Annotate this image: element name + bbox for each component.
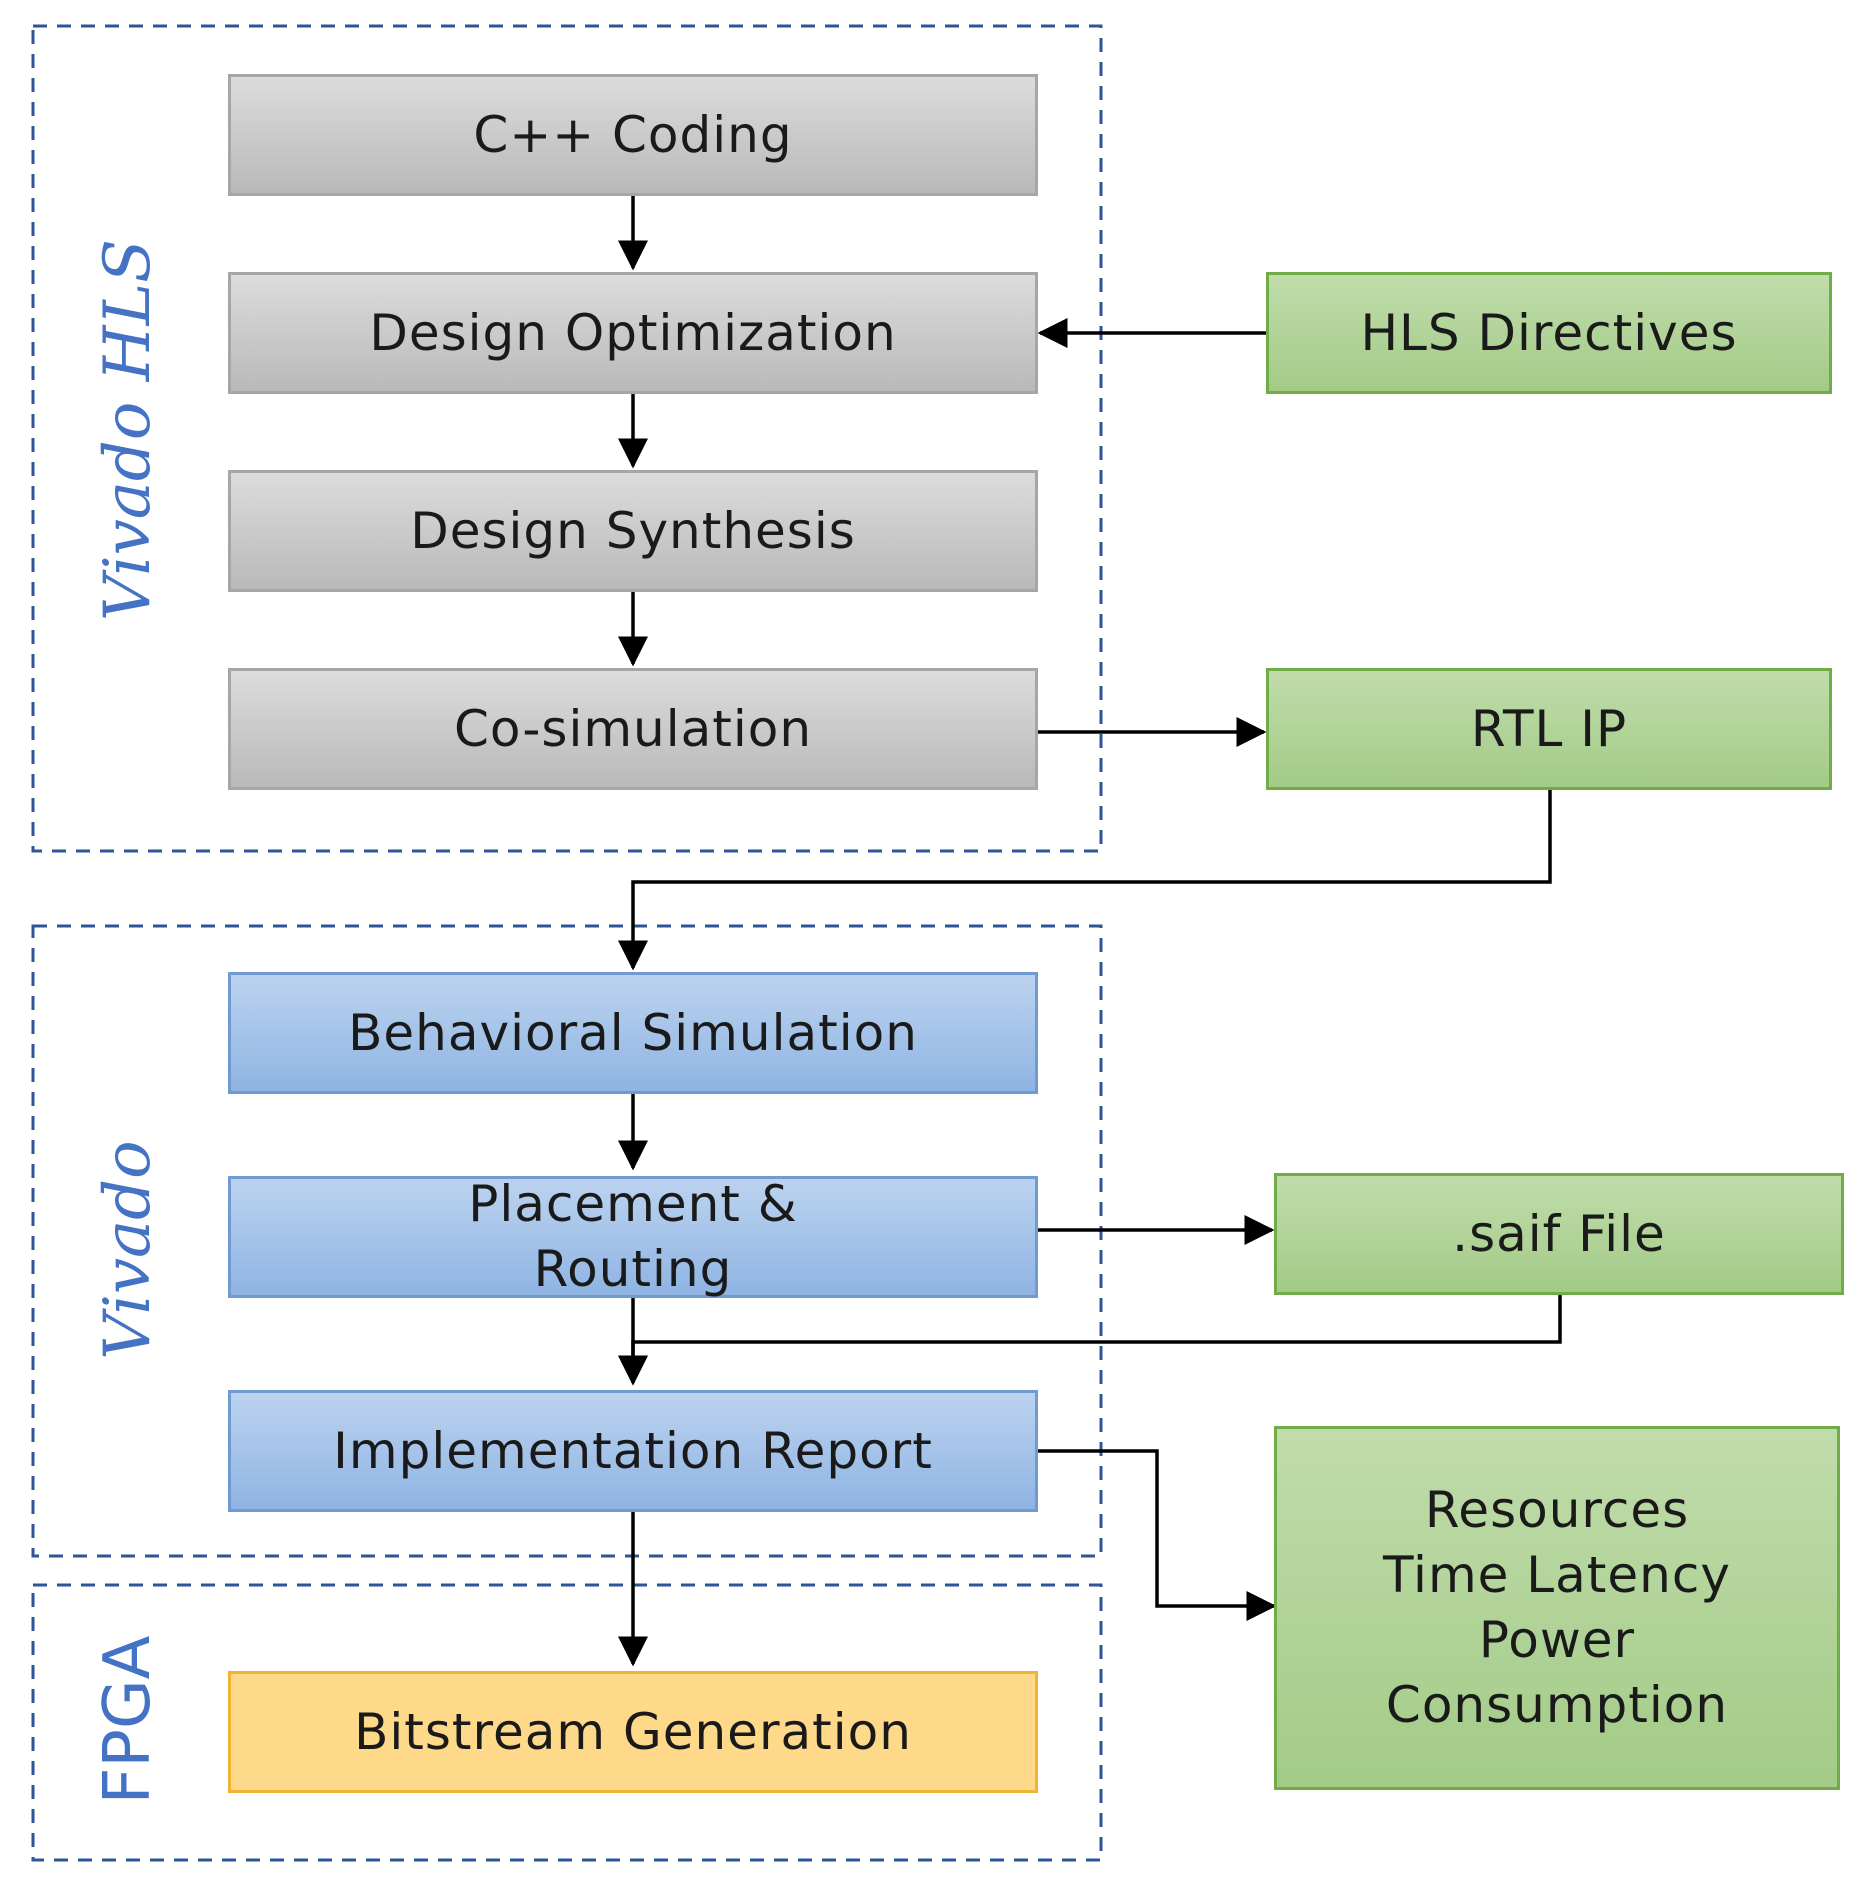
group-label-vivado: Vivado xyxy=(91,1140,165,1360)
placement-routing-line-1: Placement & xyxy=(468,1175,798,1233)
group-frame-fpga xyxy=(31,1583,1103,1862)
step-co-simulation: Co-simulation xyxy=(228,668,1038,790)
step-bitstream-generation: Bitstream Generation xyxy=(228,1671,1038,1793)
placement-routing-line-2: Routing xyxy=(533,1240,733,1298)
group-label-fpga: FPGA xyxy=(91,1635,165,1805)
metric-time-latency: Time Latency xyxy=(1383,1546,1731,1604)
side-rtl-ip: RTL IP xyxy=(1266,668,1832,790)
arrow-saif-to-report xyxy=(618,1295,1562,1386)
metric-consumption: Consumption xyxy=(1385,1676,1729,1734)
step-design-optimization: Design Optimization xyxy=(228,272,1038,394)
metric-power: Power xyxy=(1478,1611,1636,1669)
metric-resources: Resources xyxy=(1424,1481,1690,1539)
step-behavioral-simulation: Behavioral Simulation xyxy=(228,972,1038,1094)
arrow-rtl-ip-to-behavioral xyxy=(618,790,1552,971)
group-frame-vivado xyxy=(31,924,1103,1558)
side-report-metrics: Resources Time Latency Power Consumption xyxy=(1274,1426,1840,1790)
arrow-report-to-metrics xyxy=(1038,1449,1277,1621)
step-implementation-report: Implementation Report xyxy=(228,1390,1038,1512)
side-saif-file: .saif File xyxy=(1274,1173,1844,1295)
group-label-vivado-hls: Vivado HLS xyxy=(91,239,165,621)
step-design-synthesis: Design Synthesis xyxy=(228,470,1038,592)
group-frame-vivado-hls xyxy=(31,24,1103,853)
step-cpp-coding: C++ Coding xyxy=(228,74,1038,196)
step-placement-routing: Placement & Routing xyxy=(228,1175,1038,1298)
side-hls-directives: HLS Directives xyxy=(1266,272,1832,394)
